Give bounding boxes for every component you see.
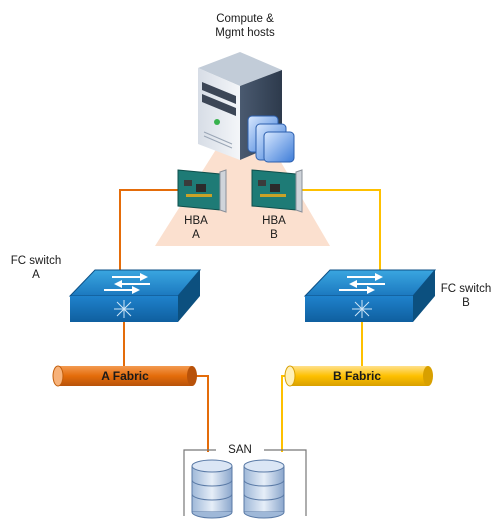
fc-switch-a-label: FC switch A [10, 255, 62, 281]
cable-a-hba-to-switch [119, 189, 190, 270]
san-label: SAN [216, 443, 264, 457]
hba-card-a-icon [177, 169, 227, 213]
fc-switch-b-label: FC switch B [440, 283, 492, 309]
storage-disk-1-icon [191, 459, 233, 519]
hosts-label: Compute & Mgmt hosts [215, 13, 275, 39]
hba-b-label: HBA B [262, 215, 286, 241]
hba-card-b-icon [251, 169, 303, 213]
san-bracket [183, 449, 307, 516]
cable-b-fabric-to-san [281, 375, 290, 452]
fabric-b-label: B Fabric [332, 369, 381, 383]
hba-a-label: HBA A [184, 215, 208, 241]
cable-a-fabric-to-san [192, 375, 209, 452]
fabric-b-pipe [284, 365, 433, 387]
fabric-a-label: A Fabric [101, 369, 149, 383]
fabric-a-pipe [52, 365, 197, 387]
storage-disk-2-icon [243, 459, 285, 519]
fc-switch-b-icon [303, 269, 437, 322]
virtual-machines-icon [247, 115, 295, 163]
server-icon [198, 52, 282, 160]
fc-switch-a-icon [68, 269, 202, 322]
host-hba-fan [155, 140, 330, 246]
cable-b-hba-to-switch [300, 189, 381, 270]
